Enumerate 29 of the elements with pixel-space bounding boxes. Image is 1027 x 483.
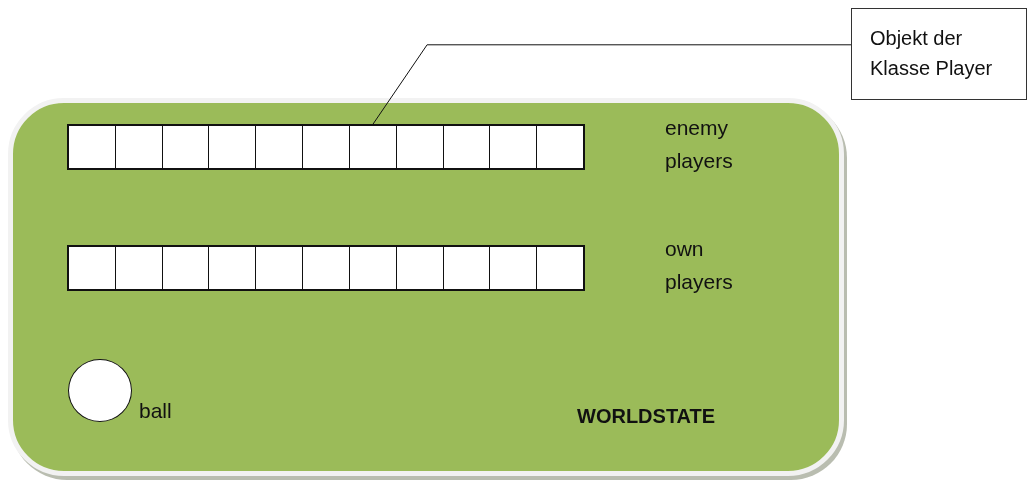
callout-box <box>851 8 1027 100</box>
array-cell <box>162 126 209 168</box>
array-cell <box>209 126 256 168</box>
array-cell <box>349 247 396 289</box>
array-cell <box>443 247 490 289</box>
array-cell <box>537 247 583 289</box>
array-cell <box>69 126 115 168</box>
array-cell <box>490 247 537 289</box>
array-cell <box>69 247 115 289</box>
array-cell <box>256 126 303 168</box>
panel-title: WORLDSTATE <box>577 405 716 428</box>
array-cell <box>115 247 162 289</box>
array-cell <box>396 126 443 168</box>
array-cell <box>303 126 349 168</box>
array-cell <box>162 247 209 289</box>
callout-text: Objekt der Klasse Player <box>870 27 993 79</box>
array-cell <box>115 126 162 168</box>
array-cell <box>303 247 349 289</box>
leader-line <box>372 44 852 125</box>
array-label: ball <box>139 398 173 424</box>
array-label: enemy players <box>665 115 734 174</box>
array-cell <box>490 126 537 168</box>
array-cell <box>349 126 396 168</box>
array-label: own players <box>665 236 734 295</box>
array-cell <box>537 126 583 168</box>
array-cell <box>256 247 303 289</box>
array-cell <box>396 247 443 289</box>
array-cell <box>209 247 256 289</box>
array-cell <box>443 126 490 168</box>
